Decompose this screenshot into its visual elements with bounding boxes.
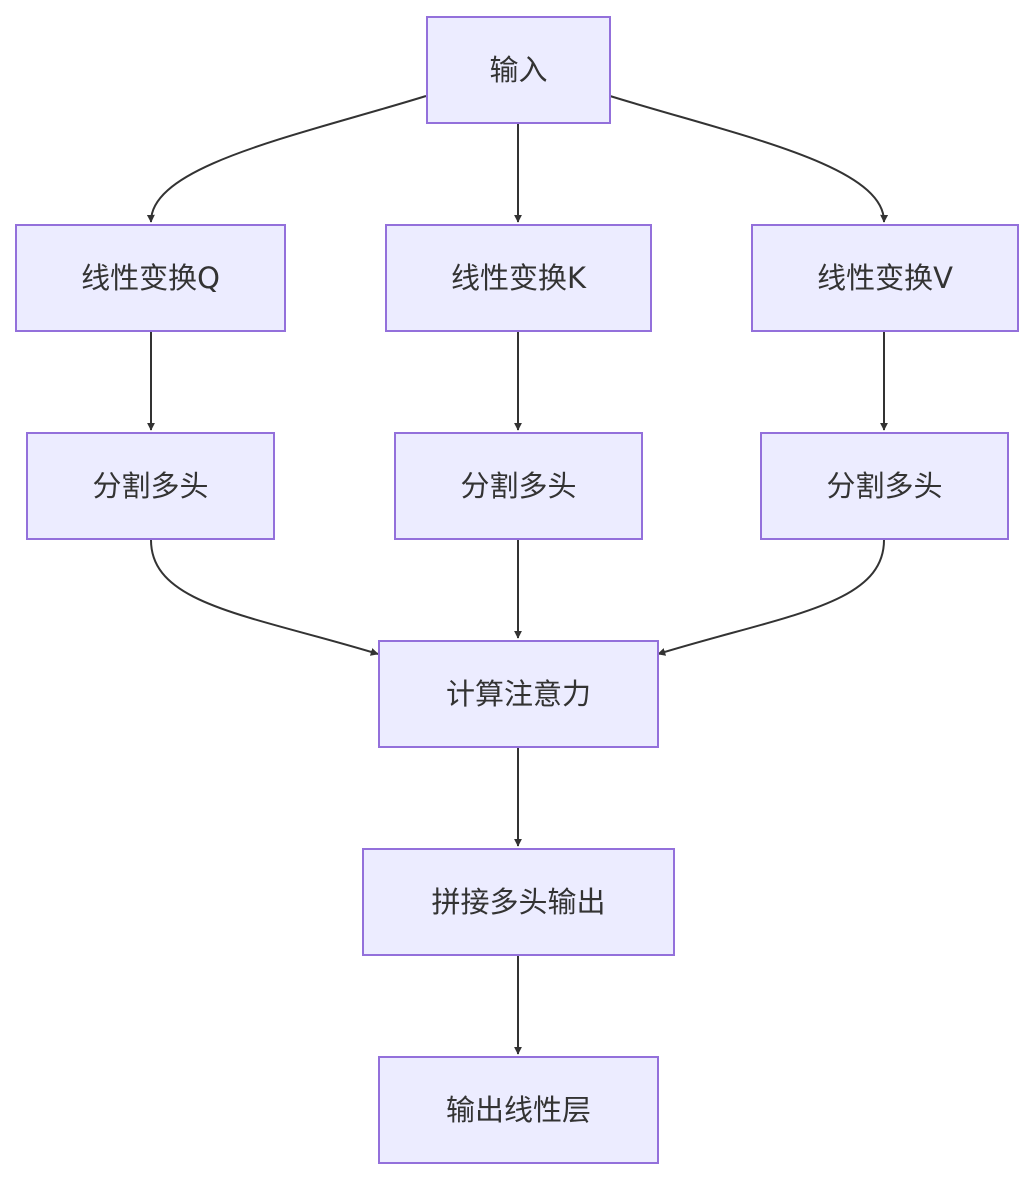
node-linear-v: 线性变换V — [751, 224, 1019, 332]
edge-split-q-to-attention — [150, 539, 379, 656]
edge-split-v-to-attention — [657, 539, 885, 656]
node-split-k: 分割多头 — [394, 432, 643, 540]
node-linear-k: 线性变换K — [385, 224, 652, 332]
node-output: 输出线性层 — [378, 1056, 659, 1164]
node-linear-q: 线性变换Q — [15, 224, 286, 332]
node-input: 输入 — [426, 16, 611, 124]
node-split-q: 分割多头 — [26, 432, 275, 540]
node-split-v: 分割多头 — [760, 432, 1009, 540]
edge-input-to-linear-q — [146, 95, 427, 223]
edge-input-to-linear-v — [609, 95, 889, 223]
node-attention: 计算注意力 — [378, 640, 659, 748]
node-concat: 拼接多头输出 — [362, 848, 675, 956]
